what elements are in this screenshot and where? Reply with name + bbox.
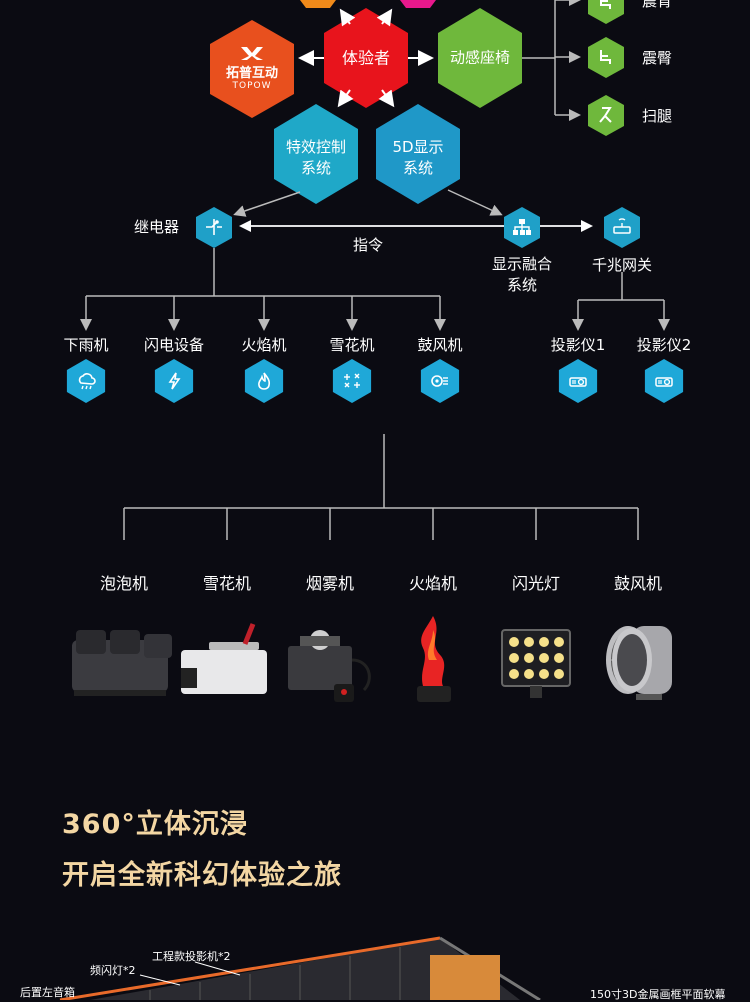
fusion-label: 显示融合 系统 xyxy=(492,254,552,296)
room-sketch xyxy=(59,936,541,1000)
projector-label: 投影仪2 xyxy=(636,336,692,354)
effect-label: 鼓风机 xyxy=(417,336,463,354)
experiencer-label: 体验者 xyxy=(341,48,391,68)
projector-label: 投影仪1 xyxy=(550,336,606,354)
device-label: 烟雾机 xyxy=(305,574,355,593)
room-note-screen: 150寸3D金属画框平面软幕 xyxy=(590,988,726,1001)
effect-label: 闪电设备 xyxy=(143,336,205,354)
motion-label-leg: 扫腿 xyxy=(642,107,673,125)
effect-control-line1: 特效控制 xyxy=(285,138,347,156)
strobe-light-image xyxy=(501,629,571,698)
effect-label: 下雨机 xyxy=(63,336,109,354)
slogan-line2: 开启全新科幻体验之旅 xyxy=(62,860,342,891)
device-picture xyxy=(606,626,672,700)
device-picture xyxy=(501,629,571,698)
hex-seat xyxy=(438,8,522,108)
hex-topow xyxy=(210,20,294,118)
device-label: 鼓风机 xyxy=(613,574,663,593)
hex-motion-hip xyxy=(588,37,624,78)
blower-icon xyxy=(416,357,464,409)
relay-icon xyxy=(204,217,224,241)
network-icon xyxy=(512,218,532,240)
hex-display-5d xyxy=(376,104,460,204)
room-note-projector: 工程款投影机*2 xyxy=(152,950,231,963)
snow-machine-image xyxy=(181,623,267,694)
motion-label-hip: 震臀 xyxy=(642,49,673,67)
flame-icon xyxy=(240,357,288,409)
display-5d-line2: 系统 xyxy=(402,159,434,177)
fusion-line2: 系统 xyxy=(506,276,538,294)
device-label: 泡泡机 xyxy=(99,574,149,593)
projector-icon xyxy=(640,357,688,409)
effect-control-line2: 系统 xyxy=(300,159,332,177)
leg-icon xyxy=(596,105,616,129)
lightning-icon xyxy=(150,357,198,409)
device-label: 雪花机 xyxy=(202,574,252,593)
topow-logo-icon xyxy=(240,47,263,60)
device-picture xyxy=(417,616,451,702)
display-5d-label: 5D显示 系统 xyxy=(392,137,443,179)
partial-hex-orange xyxy=(300,0,336,8)
slogan-line1: 360°立体沉浸 xyxy=(62,809,248,840)
projector-icon xyxy=(554,357,602,409)
seat-icon xyxy=(596,47,616,71)
device-label: 闪光灯 xyxy=(511,574,561,593)
snowflake-icon xyxy=(328,357,376,409)
seat-icon xyxy=(596,0,616,16)
effect-control-label: 特效控制 系统 xyxy=(286,137,346,179)
rain-cloud-icon xyxy=(62,357,110,409)
display-5d-line1: 5D显示 xyxy=(392,138,444,156)
room-note-strobe: 频闪灯*2 xyxy=(90,964,136,977)
router-icon xyxy=(612,218,632,240)
command-label: 指令 xyxy=(352,236,384,254)
relay-label: 继电器 xyxy=(134,218,180,236)
effect-label: 雪花机 xyxy=(329,336,375,354)
seat-label: 动感座椅 xyxy=(449,48,511,67)
hex-experiencer xyxy=(324,8,408,108)
device-picture xyxy=(288,630,371,702)
effect-label: 火焰机 xyxy=(241,336,287,354)
motion-label-back: 震背 xyxy=(642,0,673,10)
topow-en: TOPOW xyxy=(232,81,272,91)
gateway-label: 千兆网关 xyxy=(591,256,653,274)
fog-machine-image xyxy=(288,630,371,702)
partial-hex-pink xyxy=(400,0,436,8)
topow-logo: 拓普互动 TOPOW xyxy=(226,44,278,92)
device-picture xyxy=(181,623,267,694)
device-picture xyxy=(72,630,172,696)
fusion-line1: 显示融合 xyxy=(491,255,553,273)
device-label: 火焰机 xyxy=(408,574,458,593)
hex-effect-control xyxy=(274,104,358,204)
bubble-machine-image xyxy=(72,630,172,696)
flame-machine-image xyxy=(417,616,451,702)
room-note-speaker: 后置左音箱 xyxy=(20,986,75,999)
topow-cn: 拓普互动 xyxy=(225,66,279,81)
hex-motion-back xyxy=(588,0,624,24)
blower-image xyxy=(606,626,672,700)
